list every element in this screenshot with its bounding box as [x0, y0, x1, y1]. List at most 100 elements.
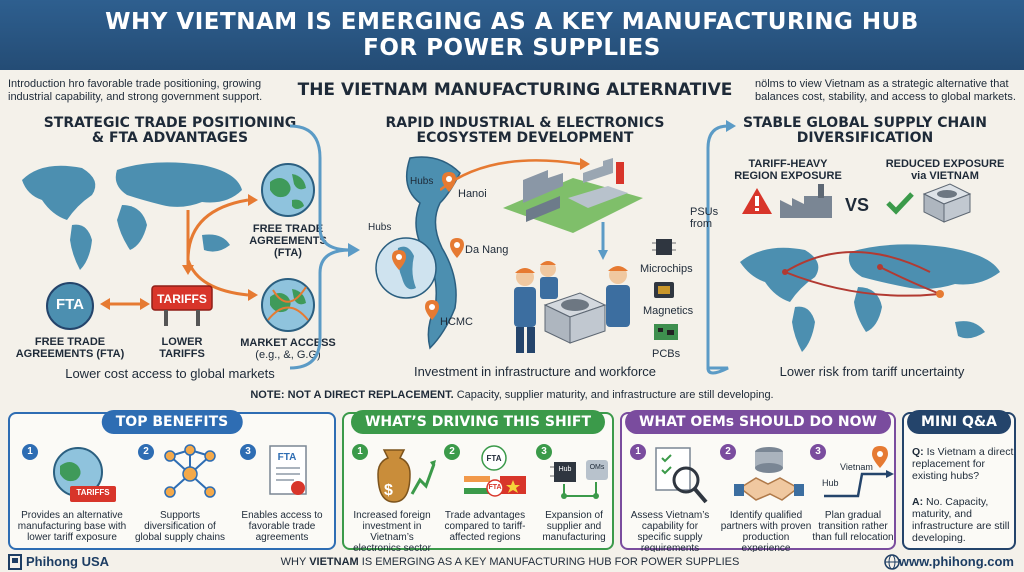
label-reduced-exposure-2: via VIETNAM	[911, 170, 979, 182]
benefit-fta-label: FTA	[277, 452, 297, 463]
label-tariff-heavy-1: TARIFF-HEAVY	[748, 158, 828, 170]
qa-a-label: A:	[912, 496, 924, 508]
benefit-tariffs-label: TARIFFS	[76, 488, 110, 497]
label-danang: Da Nang	[465, 244, 509, 256]
label-pcbs: PCBs	[652, 348, 681, 360]
handshake-icon	[734, 447, 804, 501]
footer-center-post: IS EMERGING AS A KEY MANUFACTURING HUB F…	[358, 556, 740, 568]
label-free-trade-2: AGREEMENTS	[249, 235, 327, 247]
panel-oems-should-do: WHAT OEMs SHOULD DO NOW 1 Assess Vietnam…	[620, 410, 896, 554]
tariffs-sign-icon	[151, 285, 213, 326]
qa-q-text: Is Vietnam a direct replacement for exis…	[912, 446, 1014, 482]
note-rest: Capacity, supplier maturity, and infrast…	[453, 389, 774, 401]
label-reduced-exposure: REDUCED EXPOSURE via VIETNAM	[880, 158, 1010, 182]
driving-num-1: 1	[352, 444, 368, 460]
note-line: NOTE: NOT A DIRECT REPLACEMENT. Capacity…	[0, 389, 1024, 401]
power-supply-icon	[543, 292, 607, 344]
label-market-access-1: MARKET ACCESS	[240, 337, 336, 349]
panel-title-benefits: TOP BENEFITS	[101, 410, 243, 434]
panel-title-qa: MINI Q&A	[907, 410, 1011, 434]
fta-badge-icon	[46, 282, 94, 330]
microchip-icon	[652, 239, 676, 255]
driving-num-3: 3	[536, 444, 552, 460]
label-fta-2: AGREEMENTS (FTA)	[15, 348, 125, 360]
driving-text-2: Trade advantages compared to tariff-affe…	[444, 510, 526, 543]
page-header: WHY VIETNAM IS EMERGING AS A KEY MANUFAC…	[0, 0, 1024, 70]
phihong-logo-icon	[8, 554, 22, 570]
label-fta-1: FREE TRADE	[34, 336, 106, 348]
qa-q-label: Q:	[912, 446, 924, 458]
driving-text-3: Expansion of supplier and manufacturing	[542, 510, 606, 543]
location-pin-icon-hcmc	[425, 300, 439, 320]
market-access-globe-icon	[261, 278, 315, 332]
benefit-text-2: Supports diversification of global suppl…	[134, 510, 226, 543]
label-tariffs-2: TARIFFS	[159, 348, 205, 360]
driving-oms-label: OMs	[589, 464, 605, 471]
label-free-trade-3: (FTA)	[274, 247, 302, 259]
col2-caption: Investment in infrastructure and workfor…	[413, 364, 657, 379]
col1-arrows	[182, 194, 258, 301]
network-icon	[164, 444, 216, 498]
panel-mini-qa: MINI Q&A Q: Is Vietnam a direct replacem…	[902, 410, 1016, 550]
checkmark-icon	[886, 192, 914, 215]
label-psus-2: from	[690, 218, 712, 230]
magnifier-icon	[655, 447, 708, 504]
label-market-access-2: (e.g., &, G.G)	[255, 349, 321, 361]
label-market-access: MARKET ACCESS (e.g., &, G.G)	[232, 337, 344, 361]
footer-website-link[interactable]: www.phihong.com	[898, 554, 1014, 569]
oems-text-1: Assess Vietnam’s capability for specific…	[630, 510, 710, 554]
benefit-num-3: 3	[240, 444, 256, 460]
warning-icon	[742, 188, 772, 214]
label-free-trade-1: FREE TRADE	[252, 223, 324, 235]
label-reduced-exposure-1: REDUCED EXPOSURE	[885, 158, 1005, 170]
footer-brand[interactable]: Phihong USA	[26, 554, 110, 569]
oems-text-2: Identify qualified partners with proven …	[720, 510, 812, 554]
note-bold: NOTE: NOT A DIRECT REPLACEMENT.	[250, 389, 454, 401]
label-hubs-left: Hubs	[368, 222, 392, 233]
label-hubs-top: Hubs	[410, 176, 434, 187]
qa-answer: A: No. Capacity, maturity, and infrastru…	[912, 496, 1014, 544]
footer-center: WHY VIETNAM IS EMERGING AS A KEY MANUFAC…	[250, 556, 770, 568]
globe-icon	[53, 447, 116, 502]
location-pin-icon	[442, 172, 456, 192]
driving-num-2: 2	[444, 444, 460, 460]
panel-title-driving: WHAT’S DRIVING THIS SHIFT	[350, 410, 606, 434]
qa-question: Q: Is Vietnam a direct replacement for e…	[912, 446, 1014, 482]
worker-icon	[514, 261, 630, 353]
intro-left-text: Introduction hro favorable trade positio…	[8, 78, 263, 103]
psu-box-icon	[922, 183, 972, 223]
fta-document-icon	[269, 445, 307, 495]
world-map-routes-icon	[740, 244, 1000, 352]
label-tariff-heavy-2: REGION EXPOSURE	[734, 170, 842, 182]
col2-title: RAPID INDUSTRIAL & ELECTRONICS ECOSYSTEM…	[360, 116, 690, 146]
footer-center-bold: VIETNAM	[309, 556, 359, 568]
flow-arrow-1	[290, 124, 360, 370]
magnetics-icon	[654, 282, 674, 298]
col2-title-line2: ECOSYSTEM DEVELOPMENT	[416, 130, 634, 146]
label-magnetics: Magnetics	[643, 305, 694, 317]
page-title-line1: WHY VIETNAM IS EMERGING AS A KEY MANUFAC…	[105, 9, 919, 35]
label-hcmc: HCMC	[440, 316, 473, 328]
intro-bar: Introduction hro favorable trade positio…	[0, 74, 1024, 108]
tariff-factory-icon	[780, 184, 832, 218]
oems-hub-label: Hub	[822, 478, 839, 488]
double-arrow	[100, 298, 150, 310]
panel-top-benefits: TOP BENEFITS 1 TARIFFS Provides an alter…	[8, 410, 336, 550]
oems-text-3: Plan gradual transition rather than full…	[812, 510, 894, 543]
vs-label: VS	[845, 195, 870, 215]
benefit-num-1: 1	[22, 444, 38, 460]
dollar-icon: $	[384, 482, 393, 499]
panel-driving-shift: WHAT’S DRIVING THIS SHIFT 1 $ Increased …	[342, 410, 614, 554]
oems-vietnam-label: Vietnam	[840, 462, 873, 472]
footer: Phihong USA WHY VIETNAM IS EMERGING AS A…	[0, 552, 1024, 572]
down-arrow	[598, 222, 608, 260]
col1-title-line1: STRATEGIC TRADE POSITIONING	[43, 115, 297, 131]
label-free-trade: FREE TRADE AGREEMENTS (FTA)	[236, 223, 340, 259]
benefit-text-1: Provides an alternative manufacturing ba…	[17, 510, 127, 543]
fta-badge-label: FTA	[55, 296, 85, 313]
driving-hub-label: Hub	[558, 466, 572, 473]
transition-path-icon	[824, 446, 894, 498]
label-tariff-heavy: TARIFF-HEAVY REGION EXPOSURE	[728, 158, 848, 182]
tariffs-sign-label: TARIFFS	[157, 292, 207, 306]
location-pin-icon-danang	[450, 238, 464, 258]
